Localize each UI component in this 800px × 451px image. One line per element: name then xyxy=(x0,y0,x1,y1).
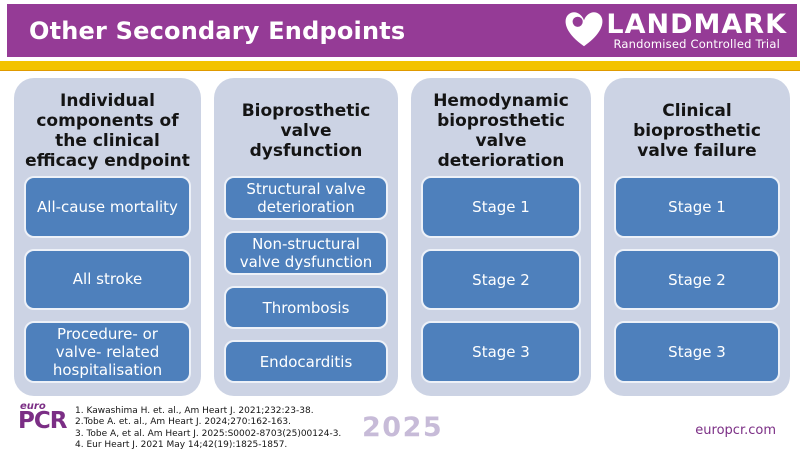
list-item: All-cause mortality xyxy=(24,176,191,238)
landmark-logo-name: LANDMARK xyxy=(606,8,787,40)
europcr-logo-euro: euro xyxy=(20,401,46,412)
panel-individual-components: Individual components of the clinical ef… xyxy=(14,78,201,396)
landmark-logo-subtitle: Randomised Controlled Trial xyxy=(613,36,780,51)
panel-items: Stage 1 Stage 2 Stage 3 xyxy=(421,176,581,384)
list-item: Stage 1 xyxy=(421,176,581,238)
list-item: Stage 3 xyxy=(614,321,780,384)
panel-items: Structural valve deterioration Non-struc… xyxy=(224,176,388,383)
list-item: Stage 2 xyxy=(421,248,581,311)
list-item: Structural valve deterioration xyxy=(224,176,388,220)
panel-title: Individual components of the clinical ef… xyxy=(25,90,190,172)
panel-clinical-failure: Clinical bioprosthetic valve failure Sta… xyxy=(604,78,790,396)
landmark-logo-text: LANDMARK Randomised Controlled Trial xyxy=(606,11,787,51)
page-title: Other Secondary Endpoints xyxy=(29,16,406,45)
europcr-logo: euro PCR xyxy=(18,401,67,434)
panel-valve-dysfunction: Bioprosthetic valve dysfunction Structur… xyxy=(214,78,398,396)
panel-items: Stage 1 Stage 2 Stage 3 xyxy=(614,176,780,384)
panel-title: Bioprosthetic valve dysfunction xyxy=(241,100,371,162)
references: 1. Kawashima H. et. al., Am Heart J. 202… xyxy=(75,406,341,451)
slide-header: Other Secondary Endpoints LANDMARK Rando… xyxy=(7,4,797,57)
landmark-logo: LANDMARK Randomised Controlled Trial xyxy=(564,10,787,52)
list-item: Stage 3 xyxy=(421,321,581,384)
panel-title: Clinical bioprosthetic valve failure xyxy=(633,100,761,162)
heart-check-icon xyxy=(564,10,604,52)
reference-line: 3. Tobe A, et al. Am Heart J. 2025:S0002… xyxy=(75,428,342,439)
list-item: Stage 2 xyxy=(614,248,780,311)
reference-line: 2.Tobe A. et. al., Am Heart J. 2024;270:… xyxy=(75,417,291,428)
list-item: Endocarditis xyxy=(224,340,388,383)
list-item: Stage 1 xyxy=(614,176,780,238)
list-item: Procedure- or valve- related hospitalisa… xyxy=(24,321,191,383)
reference-line: 1. Kawashima H. et. al., Am Heart J. 202… xyxy=(75,406,314,416)
panel-title: Hemodynamic bioprosthetic valve deterior… xyxy=(433,90,569,172)
list-item: Non-structural valve dysfunction xyxy=(224,231,388,275)
list-item: All stroke xyxy=(24,248,191,310)
year-label: 2025 xyxy=(362,412,444,443)
europcr-logo-pcr: PCR xyxy=(18,407,67,434)
panel-items: All-cause mortality All stroke Procedure… xyxy=(24,176,191,383)
reference-line: 4. Eur Heart J. 2021 May 14;42(19):1825-… xyxy=(75,439,288,450)
gold-accent-bar xyxy=(0,61,800,71)
website-label: europcr.com xyxy=(695,423,776,438)
endpoint-columns: Individual components of the clinical ef… xyxy=(0,78,800,396)
panel-hemodynamic-deterioration: Hemodynamic bioprosthetic valve deterior… xyxy=(411,78,591,396)
list-item: Thrombosis xyxy=(224,286,388,329)
